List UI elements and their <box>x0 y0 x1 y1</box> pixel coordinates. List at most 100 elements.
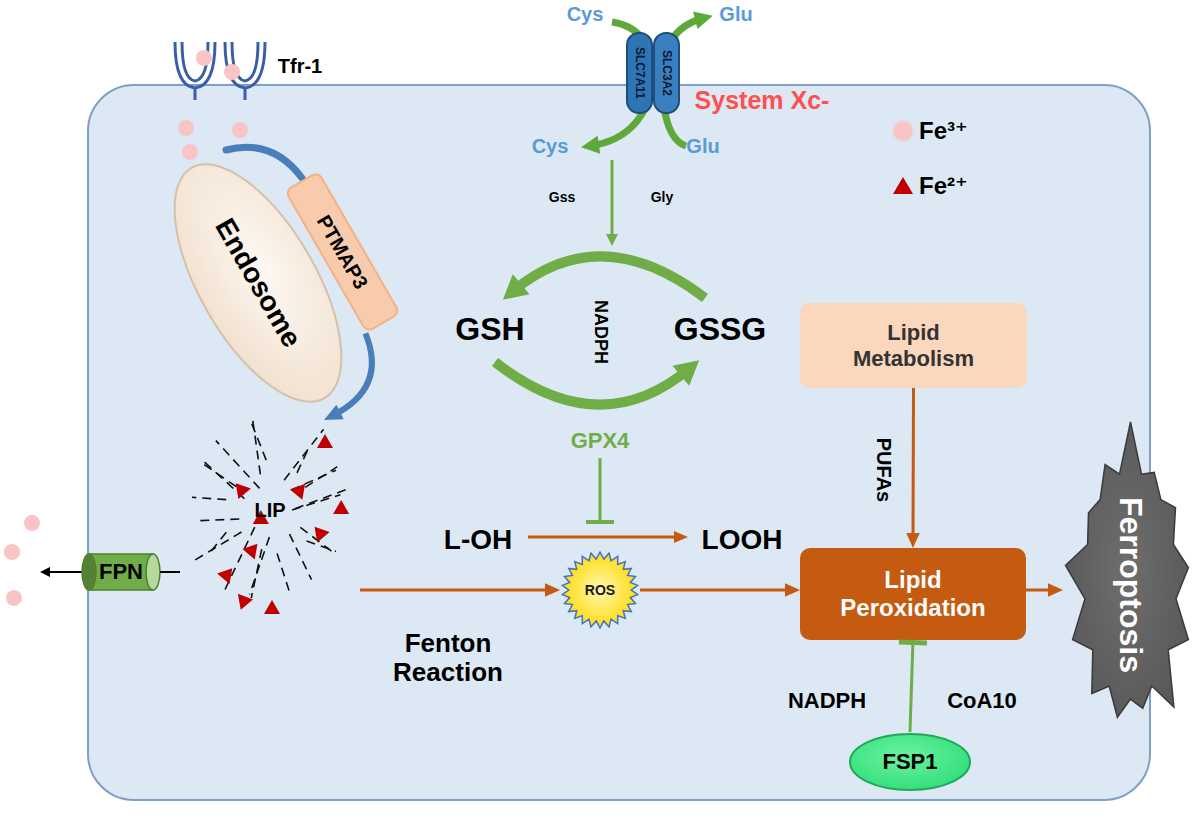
process-box: Lipid Peroxidation <box>800 548 1026 640</box>
burst-line <box>290 534 312 580</box>
node-label: ROS <box>585 582 615 598</box>
receptor-stem <box>194 88 197 100</box>
edge-label: Fenton Reaction <box>373 629 523 687</box>
connector-arrow <box>912 388 916 541</box>
ros-star-fill <box>562 552 637 628</box>
annotation: Glu <box>719 3 752 25</box>
annotation: System Xc- <box>695 86 830 114</box>
edge-label: PUFAs <box>873 438 895 502</box>
receptor-outer <box>175 42 215 88</box>
connector-arrow <box>160 571 180 573</box>
cystine-import-arrow <box>590 22 652 146</box>
process-box: Lipid Metabolism <box>800 303 1027 388</box>
iron-dot <box>178 120 194 136</box>
connector-arrow <box>640 589 793 592</box>
ferrous-iron-triangle <box>264 600 280 614</box>
outcome-star-fill <box>1066 422 1189 717</box>
annotation: Cys <box>532 135 569 157</box>
iron-pool-burst: LIP <box>180 420 360 600</box>
node-label: FPN <box>99 559 143 584</box>
annotation: GPX4 <box>571 429 630 454</box>
burst-line <box>200 462 236 487</box>
ferrous-iron-triangle <box>317 434 333 448</box>
burst-line <box>277 553 289 591</box>
burst-line <box>210 532 226 552</box>
burst-line <box>190 532 242 563</box>
iron-dot <box>182 144 198 160</box>
burst-line <box>216 441 260 489</box>
iron-dot <box>232 122 248 138</box>
annotation: LOOH <box>702 524 783 555</box>
legend-swatch <box>894 122 912 140</box>
iron-dot <box>4 544 20 560</box>
outcome-star: Ferroptosis <box>1063 420 1198 750</box>
iron-export-arrow <box>45 571 82 573</box>
node-label: FSP1 <box>882 749 937 774</box>
connector-arrow <box>332 333 372 416</box>
annotation: Gly <box>651 190 674 206</box>
legend-text: Fe³⁺ <box>919 117 968 145</box>
cylinder-body <box>89 554 153 590</box>
cell-membrane <box>88 85 1150 800</box>
connector-arrow <box>910 640 913 732</box>
ferric-iron-dots <box>4 50 248 606</box>
iron-dot <box>196 50 212 66</box>
legend-text: Fe²⁺ <box>919 172 968 200</box>
glutathione-cycle-arrow <box>512 256 705 298</box>
burst-line <box>195 519 240 521</box>
node-label: Ferroptosis <box>1112 497 1149 673</box>
glutathione-cycle-arrow <box>495 362 690 405</box>
gsh-synthesis-arrow <box>611 160 614 240</box>
ferrous-iron-triangle <box>232 589 253 610</box>
gpx4-inhibition-bar <box>586 520 614 524</box>
annotation: Tfr-1 <box>278 55 322 77</box>
connector-arrow <box>360 588 553 591</box>
receptor-outer <box>225 42 265 88</box>
annotation: GSH <box>455 312 524 348</box>
annotation: Cys <box>567 3 604 25</box>
ferrous-iron-triangle <box>329 500 349 521</box>
burst-line <box>307 541 336 551</box>
burst-line <box>284 429 324 480</box>
burst-line <box>192 497 226 499</box>
node-label: LIP <box>254 499 285 522</box>
ros-star: ROS <box>560 550 640 630</box>
iron-dot <box>6 590 22 606</box>
endocytosis-arrow <box>226 147 302 178</box>
receptor-stem <box>244 88 247 100</box>
iron-dot <box>24 515 40 531</box>
iron-dot <box>224 64 240 80</box>
ferrous-iron-triangle <box>290 479 311 500</box>
ferrous-iron-triangle <box>236 481 253 499</box>
node-label: Lipid Peroxidation <box>830 566 996 621</box>
annotation: NADPH <box>591 300 611 364</box>
annotation: GSSG <box>674 312 766 348</box>
burst-line <box>250 418 267 460</box>
node-label: Lipid Metabolism <box>830 320 997 371</box>
annotation: NADPH <box>788 689 866 714</box>
annotation: CoA10 <box>947 689 1017 714</box>
cylinder-cap <box>146 554 160 590</box>
transferrin-receptor <box>175 42 265 100</box>
transporter-subunit: SLC3A2 <box>653 32 680 114</box>
node-label: SLC3A2 <box>660 50 674 96</box>
annotation: L-OH <box>444 524 512 555</box>
connector-arrow <box>1026 589 1056 592</box>
burst-line <box>297 447 309 473</box>
legend-swatch <box>893 177 913 194</box>
exporter-cylinder: FPN <box>82 553 160 591</box>
node-label: SLC7A11 <box>633 47 647 99</box>
protein-ellipse: FSP1 <box>848 732 972 792</box>
annotation: Gss <box>549 190 575 206</box>
transporter-subunit: SLC7A11 <box>626 32 653 114</box>
ferrous-iron-triangle <box>242 544 262 563</box>
annotation: Glu <box>686 135 719 157</box>
burst-line <box>305 467 337 488</box>
ferrous-iron-triangle <box>310 527 330 546</box>
gpx4-inhibition-line <box>599 458 602 522</box>
